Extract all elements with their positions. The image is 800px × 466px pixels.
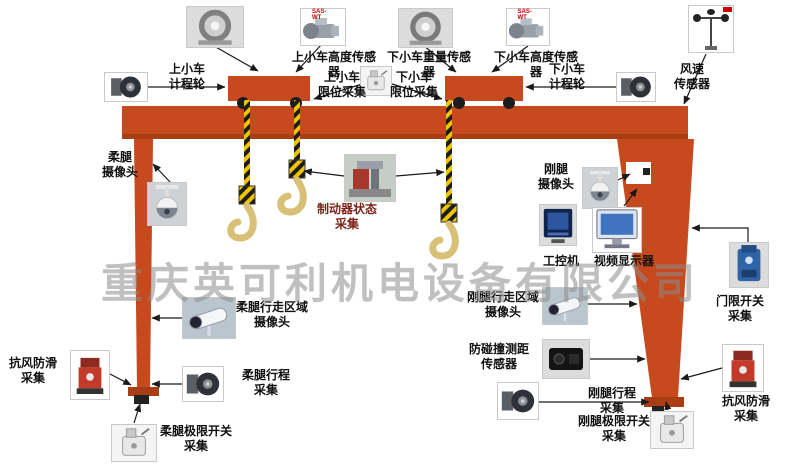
ring-load-sensor-icon bbox=[198, 9, 232, 45]
label-anti-wind-left: 抗风防滑 采集 bbox=[8, 356, 57, 386]
rigid-leg-travel-wheel-photo bbox=[497, 382, 539, 420]
monitor-icon bbox=[596, 209, 638, 249]
label-rigid-leg-travel: 刚腿行程 采集 bbox=[587, 386, 636, 416]
label-lower-trolley-weight-sensor: 下小车重量传感器 bbox=[386, 50, 471, 80]
dome-camera-icon bbox=[155, 185, 179, 219]
label-upper-trolley-limit: 上小车 限位采集 bbox=[317, 70, 366, 100]
odometer-wheel-icon bbox=[501, 389, 535, 413]
anti-collision-sensor-photo bbox=[542, 339, 590, 379]
label-video-display: 视频显示器 bbox=[593, 254, 654, 268]
label-lower-trolley-height-sensor: 下小车高度传感器 bbox=[493, 50, 578, 80]
ring-load-sensor-icon bbox=[409, 11, 442, 45]
label-wind-speed-sensor: 风速 传感器 bbox=[673, 62, 710, 92]
hooks bbox=[227, 176, 459, 260]
upper-odometer-wheel-photo bbox=[104, 72, 148, 102]
label-anti-wind-right: 抗风防滑 采集 bbox=[721, 394, 770, 424]
flexible-leg-limit-switch-photo bbox=[111, 424, 157, 462]
anemometer-icon bbox=[693, 7, 732, 50]
bullet-camera-icon bbox=[548, 297, 581, 322]
lower-height-sensor-photo: SAS-WT bbox=[506, 8, 550, 46]
hoist-cables bbox=[244, 100, 452, 206]
hook-icon bbox=[227, 202, 257, 242]
lower-odometer-wheel-photo bbox=[616, 72, 656, 102]
label-flexible-leg-camera: 柔腿 摄像头 bbox=[101, 150, 138, 180]
video-display-photo bbox=[592, 207, 642, 253]
label-lower-trolley-limit: 下小车 限位采集 bbox=[389, 70, 438, 100]
leader-arrows bbox=[109, 43, 749, 424]
label-rigid-leg-area-camera: 刚腿行走区域 摄像头 bbox=[466, 290, 539, 320]
label-industrial-computer: 工控机 bbox=[542, 254, 579, 268]
main-beam bbox=[122, 106, 688, 139]
anti-slip-icon bbox=[729, 350, 757, 388]
flexible-leg-dome-camera-photo bbox=[147, 182, 187, 226]
industrial-computer-photo bbox=[539, 204, 577, 246]
label-door-limit-switch: 门限开关 采集 bbox=[715, 294, 764, 324]
anti-wind-device-right-photo bbox=[722, 344, 764, 392]
bullet-camera-icon bbox=[189, 307, 228, 336]
ring-load-sensor-photo bbox=[186, 6, 244, 48]
odometer-wheel-icon bbox=[186, 372, 220, 396]
lower-trolley bbox=[445, 76, 523, 109]
odometer-wheel-icon bbox=[111, 76, 141, 98]
label-lower-trolley-odometer: 下小车 计程轮 bbox=[548, 62, 585, 92]
flexible-leg-area-camera-photo bbox=[182, 297, 236, 339]
label-brake-status: 制动器状态 采集 bbox=[316, 202, 377, 232]
anti-collision-icon bbox=[549, 348, 583, 370]
motor-sensor-icon bbox=[508, 18, 544, 39]
label-flexible-leg-area-camera: 柔腿行走区域 摄像头 bbox=[235, 300, 308, 330]
hook-icon bbox=[277, 176, 307, 216]
dome-camera-icon bbox=[589, 171, 611, 202]
rigid-leg-area-camera-photo bbox=[542, 287, 588, 325]
door-limit-switch-photo bbox=[729, 242, 769, 288]
motor-sensor-icon bbox=[303, 18, 339, 39]
sensor-model-badge: SAS-WT bbox=[312, 9, 327, 21]
label-rigid-leg-camera: 刚腿 摄像头 bbox=[537, 162, 574, 192]
anti-wind-device-left-photo bbox=[70, 350, 110, 400]
door-limit-icon bbox=[737, 245, 761, 282]
flexible-leg-travel-wheel-photo bbox=[182, 366, 224, 402]
weight-sensor-photo bbox=[398, 8, 453, 48]
brake-icon bbox=[349, 161, 391, 197]
label-rigid-leg-limit-switch: 刚腿极限开关 采集 bbox=[577, 414, 650, 444]
rigid-leg-limit-switch-photo bbox=[650, 411, 694, 449]
anti-slip-icon bbox=[76, 357, 104, 394]
odometer-wheel-icon bbox=[621, 76, 651, 98]
limit-switch-icon bbox=[660, 415, 688, 443]
label-upper-trolley-odometer: 上小车 计程轮 bbox=[168, 62, 205, 92]
label-anti-collision-sensor: 防碰撞测距 传感器 bbox=[468, 342, 529, 372]
limit-switch-icon bbox=[367, 70, 388, 91]
trolley-limit-switch-photo bbox=[360, 66, 392, 96]
limit-switch-icon bbox=[122, 428, 150, 456]
rigid-leg-dome-camera-photo bbox=[582, 167, 618, 209]
label-flexible-leg-limit-switch: 柔腿极限开关 采集 bbox=[159, 424, 232, 454]
label-upper-trolley-height-sensor: 上小车高度传感器 bbox=[291, 50, 376, 80]
upper-height-sensor-photo: SAS-WT bbox=[300, 8, 346, 46]
sensor-model-badge: SAS-WT bbox=[517, 9, 532, 21]
label-flexible-leg-travel: 柔腿行程 采集 bbox=[241, 368, 290, 398]
industrial-pc-icon bbox=[543, 208, 573, 243]
anemometer-photo bbox=[688, 5, 734, 53]
brake-photo bbox=[344, 154, 396, 202]
hook-icon bbox=[429, 220, 459, 260]
rigid-leg bbox=[617, 139, 694, 413]
